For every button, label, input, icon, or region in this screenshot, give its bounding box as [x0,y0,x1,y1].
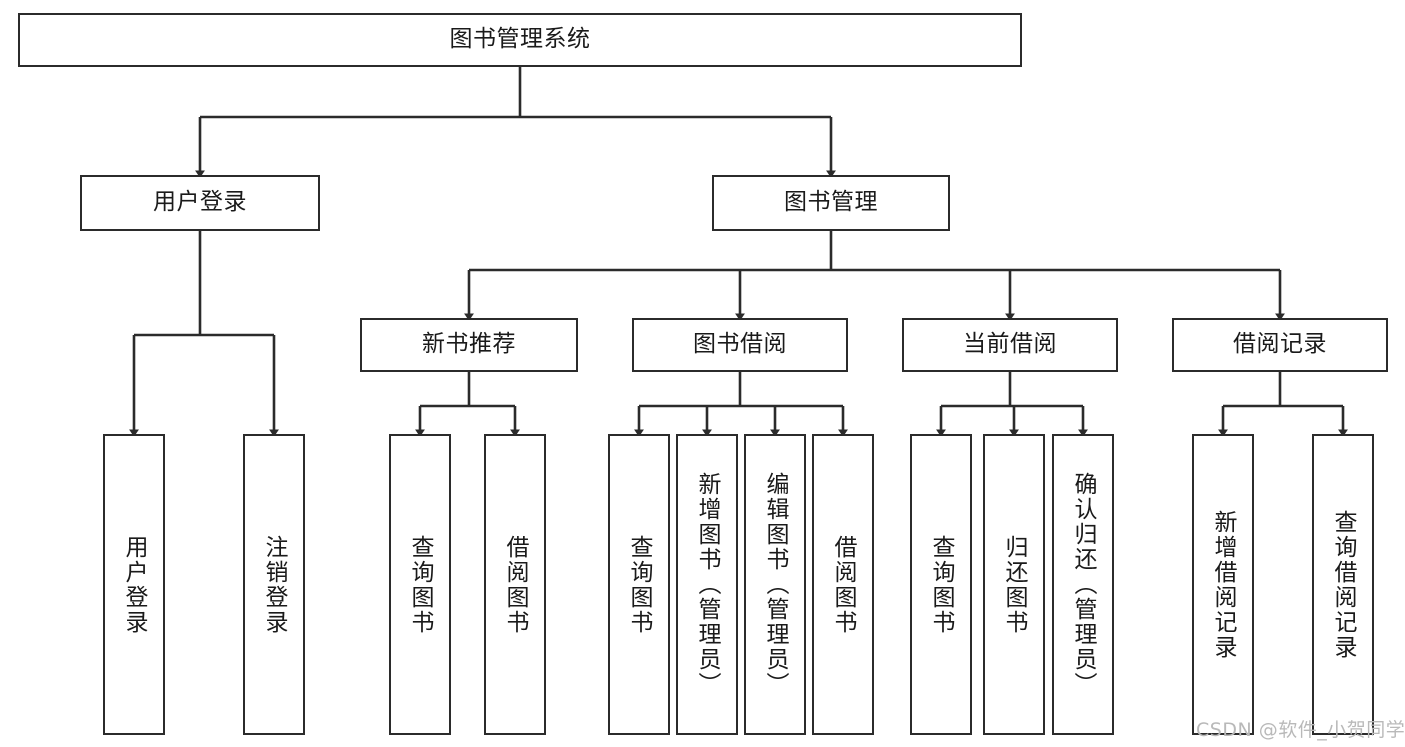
node-leaf-query-book-2-label: 查询图书 [626,534,653,635]
node-user-login[interactable]: 用户登录 [80,175,320,231]
node-borrow-record[interactable]: 借阅记录 [1172,318,1388,372]
node-leaf-logout-login[interactable]: 注销登录 [243,434,305,735]
node-leaf-query-book-1-label: 查询图书 [407,534,434,635]
node-leaf-borrow-book-1-label: 借阅图书 [502,534,529,635]
node-new-book-recommend-label: 新书推荐 [422,331,516,358]
node-leaf-return-book[interactable]: 归还图书 [983,434,1045,735]
node-leaf-add-book-label: 新增图书（管理员） [694,472,721,697]
node-leaf-edit-book[interactable]: 编辑图书（管理员） [744,434,806,735]
node-root-label: 图书管理系统 [449,26,591,53]
node-leaf-query-book-3[interactable]: 查询图书 [910,434,972,735]
node-leaf-confirm-return[interactable]: 确认归还（管理员） [1052,434,1114,735]
node-leaf-query-book-1[interactable]: 查询图书 [389,434,451,735]
node-new-book-recommend[interactable]: 新书推荐 [360,318,578,372]
node-leaf-add-record[interactable]: 新增借阅记录 [1192,434,1254,735]
node-leaf-return-book-label: 归还图书 [1001,534,1028,635]
node-book-manage[interactable]: 图书管理 [712,175,950,231]
node-leaf-edit-book-label: 编辑图书（管理员） [762,472,789,697]
node-book-manage-label: 图书管理 [784,189,878,216]
node-leaf-add-book[interactable]: 新增图书（管理员） [676,434,738,735]
node-leaf-add-record-label: 新增借阅记录 [1210,509,1237,660]
node-leaf-borrow-book-2-label: 借阅图书 [830,534,857,635]
node-leaf-query-record-label: 查询借阅记录 [1330,509,1357,660]
watermark-csdn: CSDN @软件_小贺同学 [1196,719,1405,741]
node-current-borrow[interactable]: 当前借阅 [902,318,1118,372]
node-book-borrow-label: 图书借阅 [693,331,787,358]
node-leaf-user-login-label: 用户登录 [121,534,148,635]
node-book-borrow[interactable]: 图书借阅 [632,318,848,372]
node-leaf-user-login[interactable]: 用户登录 [103,434,165,735]
node-current-borrow-label: 当前借阅 [963,331,1057,358]
node-leaf-borrow-book-2[interactable]: 借阅图书 [812,434,874,735]
node-user-login-label: 用户登录 [153,189,247,216]
node-leaf-confirm-return-label: 确认归还（管理员） [1070,472,1097,697]
node-root[interactable]: 图书管理系统 [18,13,1022,67]
node-leaf-query-book-3-label: 查询图书 [928,534,955,635]
node-leaf-query-book-2[interactable]: 查询图书 [608,434,670,735]
node-leaf-logout-login-label: 注销登录 [261,534,288,635]
node-leaf-borrow-book-1[interactable]: 借阅图书 [484,434,546,735]
node-borrow-record-label: 借阅记录 [1233,331,1327,358]
node-leaf-query-record[interactable]: 查询借阅记录 [1312,434,1374,735]
